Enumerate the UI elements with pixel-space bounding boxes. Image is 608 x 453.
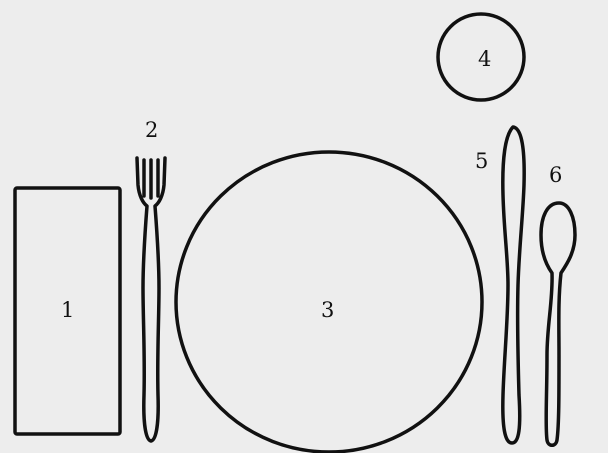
napkin-label: 1 xyxy=(61,300,74,321)
spoon-label: 6 xyxy=(549,165,562,186)
bread-plate-label: 4 xyxy=(478,49,491,70)
fork-shape xyxy=(137,158,165,441)
dinner-plate-label: 3 xyxy=(321,300,334,321)
spoon-shape xyxy=(541,203,575,445)
fork-label: 2 xyxy=(145,120,158,141)
knife-label: 5 xyxy=(475,151,488,172)
knife-shape xyxy=(503,127,524,443)
